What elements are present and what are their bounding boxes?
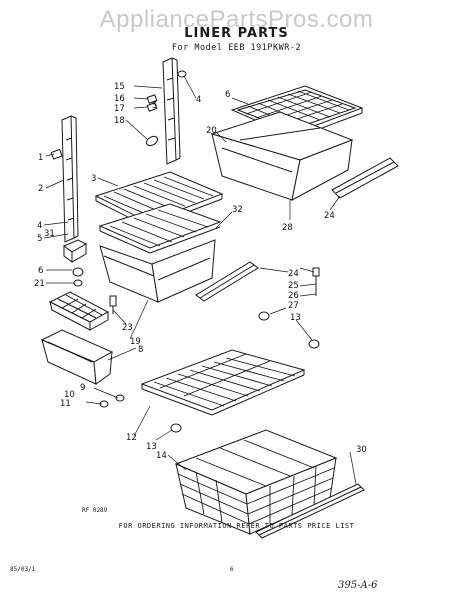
callout-8: 8 bbox=[138, 345, 143, 355]
callout-10: 10 bbox=[64, 390, 75, 400]
callout-1: 1 bbox=[38, 153, 43, 163]
control-housing bbox=[63, 239, 88, 263]
handwritten-note: 395-A-6 bbox=[338, 580, 378, 591]
diagram-title: LINER PARTS bbox=[184, 26, 289, 41]
lower-wire-shelf bbox=[140, 349, 306, 416]
middle-crisper-drawer bbox=[99, 239, 216, 303]
callout-14: 14 bbox=[156, 451, 167, 461]
middle-glass-shelf bbox=[98, 203, 222, 254]
callout-17: 17 bbox=[114, 104, 125, 114]
callout-12: 12 bbox=[126, 433, 137, 443]
basket-front-rail bbox=[255, 483, 365, 539]
callout-24: 24 bbox=[324, 211, 335, 221]
callout-31: 31 bbox=[44, 229, 55, 239]
callout-24b: 24 bbox=[288, 269, 299, 279]
callout-labels: 1 2 3 4 5 31 15 16 17 18 4 5 6 20 6 21 3… bbox=[34, 82, 367, 461]
callout-18: 18 bbox=[114, 116, 125, 126]
callout-2: 2 bbox=[38, 184, 43, 194]
callout-16: 16 bbox=[114, 94, 125, 104]
ice-cube-tray bbox=[48, 291, 110, 331]
callout-4: 4 bbox=[37, 221, 42, 231]
callout-6b: 6 bbox=[38, 266, 43, 276]
page-number: 6 bbox=[230, 566, 234, 573]
callout-21: 21 bbox=[34, 279, 45, 289]
callout-23: 23 bbox=[122, 323, 133, 333]
callout-32: 32 bbox=[232, 205, 243, 215]
callout-9: 9 bbox=[80, 383, 85, 393]
callout-15: 15 bbox=[114, 82, 125, 92]
wire-freezer-basket bbox=[174, 429, 338, 535]
upper-crisper-drawer bbox=[210, 111, 354, 201]
reference-code: RF 0289 bbox=[82, 507, 108, 514]
model-subtitle: For Model EEB 191PKWR-2 bbox=[171, 43, 302, 53]
watermark: AppliancePartsPros.com bbox=[99, 6, 374, 33]
callout-20: 20 bbox=[206, 126, 217, 136]
upper-crisper-front-rail bbox=[331, 157, 399, 199]
callout-5b: 5 bbox=[152, 101, 157, 111]
callout-28: 28 bbox=[282, 223, 293, 233]
middle-crisper-front-rail bbox=[195, 261, 259, 302]
callout-30: 30 bbox=[356, 445, 367, 455]
drawer-bracket bbox=[109, 295, 117, 314]
ordering-info-footer: FOR ORDERING INFORMATION REFER TO PARTS … bbox=[118, 522, 355, 530]
callout-5: 5 bbox=[37, 234, 42, 244]
shelf-clip bbox=[50, 70, 187, 287]
callout-27: 27 bbox=[288, 301, 299, 311]
corner-code: 85/03/1 bbox=[10, 566, 36, 573]
callout-6: 6 bbox=[225, 90, 230, 100]
callout-13: 13 bbox=[290, 313, 301, 323]
left-shelf-support-rail bbox=[61, 115, 79, 243]
callout-26: 26 bbox=[288, 291, 299, 301]
lower-shelf-support bbox=[99, 311, 320, 433]
callout-3: 3 bbox=[91, 174, 96, 184]
callout-11: 11 bbox=[60, 399, 71, 409]
callout-19: 19 bbox=[130, 337, 141, 347]
upper-shelf-support-rail bbox=[162, 57, 181, 165]
callout-4b: 4 bbox=[196, 95, 201, 105]
leader-lines bbox=[43, 75, 357, 485]
callout-25: 25 bbox=[288, 281, 299, 291]
callout-13b: 13 bbox=[146, 442, 157, 452]
ice-storage-bin bbox=[40, 329, 114, 385]
